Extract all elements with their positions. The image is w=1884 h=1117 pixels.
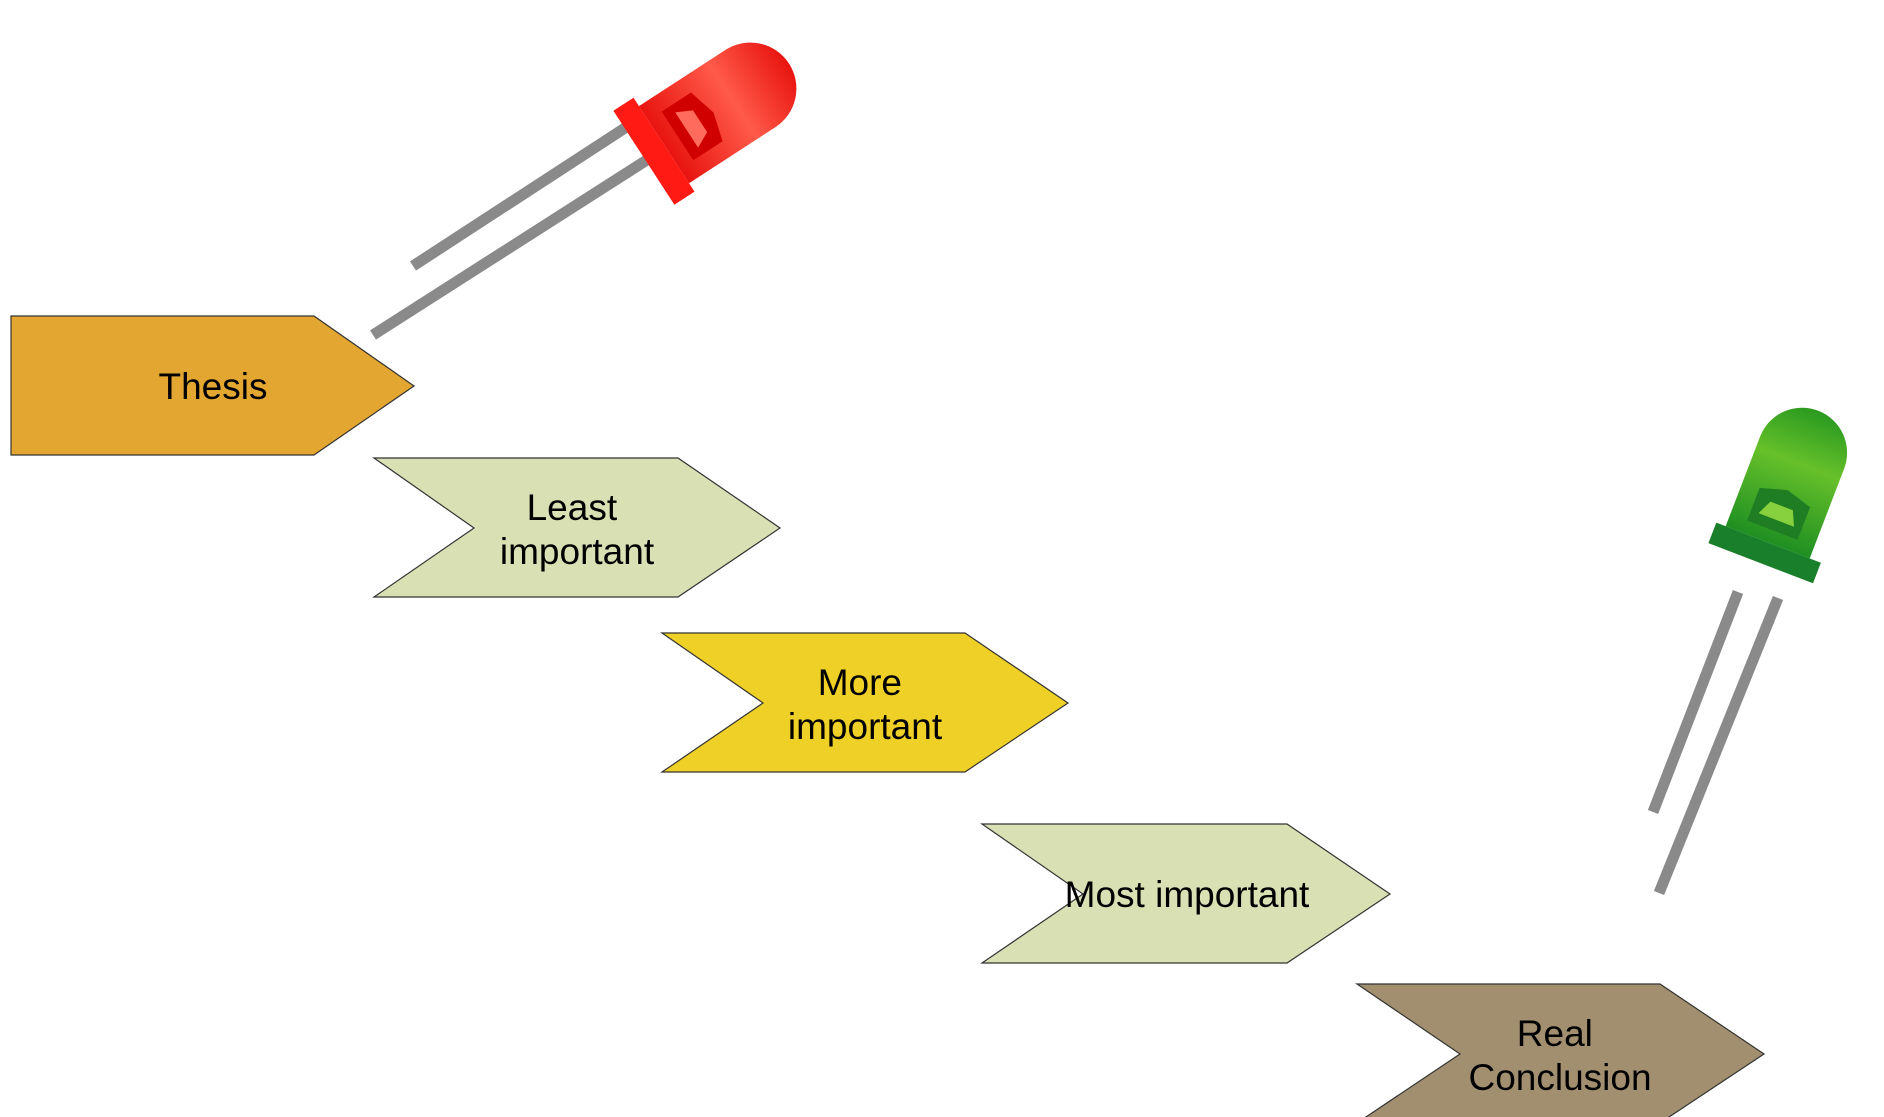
step-most-important: Most important	[980, 823, 1392, 964]
step-least-important-shape	[372, 457, 782, 598]
green-led-body	[1708, 407, 1848, 584]
step-least-important-label-1: Least	[527, 487, 618, 528]
step-least-important-label-2: important	[500, 531, 655, 572]
step-real-conclusion-shape	[1355, 983, 1766, 1117]
step-most-important-label: Most important	[1065, 874, 1310, 915]
step-thesis-label: Thesis	[159, 366, 268, 407]
step-more-important-label-1: More	[818, 662, 902, 703]
red-led-body	[613, 42, 797, 205]
step-thesis-shape	[10, 315, 416, 456]
step-real-conclusion-label-1: Real	[1517, 1013, 1593, 1054]
svg-text:Most important: Most important	[1065, 874, 1310, 915]
step-real-conclusion: Real Conclusion	[1355, 983, 1766, 1117]
svg-text:Thesis: Thesis	[159, 366, 268, 407]
step-more-important: More important	[660, 632, 1070, 773]
green-led-icon	[1647, 407, 1848, 896]
svg-text:Least important: Least important	[500, 487, 655, 572]
step-least-important: Least important	[372, 457, 782, 598]
step-most-important-shape	[980, 823, 1392, 964]
step-thesis: Thesis	[10, 315, 416, 456]
red-led-lead-long	[370, 153, 653, 340]
red-led-icon	[370, 42, 797, 340]
red-led-lead-short	[409, 121, 632, 271]
green-led-lead-long	[1653, 595, 1784, 896]
step-more-important-label-2: important	[788, 706, 943, 747]
svg-text:More important: More important	[788, 662, 943, 747]
step-more-important-shape	[660, 632, 1070, 773]
svg-text:Real Conclusion: Real Conclusion	[1468, 1013, 1651, 1098]
green-led-lead-short	[1647, 590, 1744, 814]
step-real-conclusion-label-2: Conclusion	[1468, 1057, 1651, 1098]
